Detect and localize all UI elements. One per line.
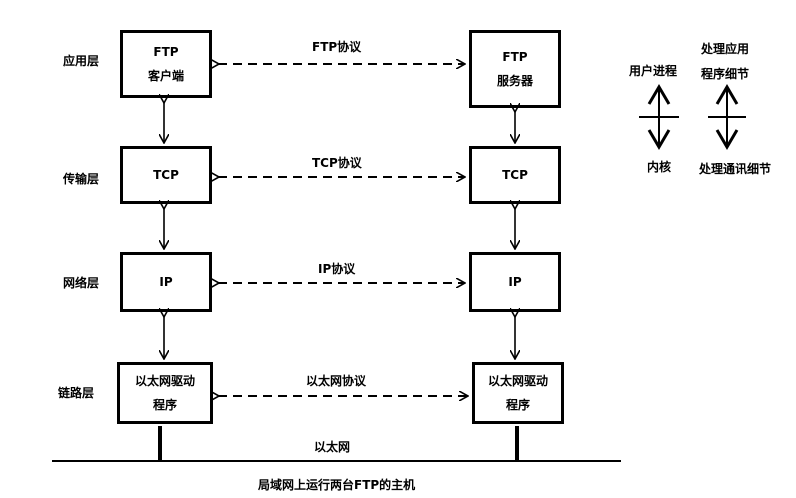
ethernet-bus-label: 以太网	[314, 440, 351, 454]
diagram-caption: 局域网上运行两台FTP的主机	[258, 478, 416, 492]
box-line: 程序	[505, 398, 530, 412]
legend-comm-detail-label: 处理通讯细节	[699, 162, 772, 176]
protocol-label-ftp: FTP协议	[312, 40, 362, 54]
box-line: TCP	[502, 168, 528, 182]
box-line: FTP	[502, 50, 528, 64]
legend-left-arrow-icon	[639, 84, 679, 150]
layer-label-link: 链路层	[58, 386, 95, 400]
box-line: 服务器	[496, 74, 533, 88]
box-line: IP	[508, 275, 522, 289]
protocol-label-ethernet: 以太网协议	[306, 374, 367, 388]
box-line: IP	[159, 275, 173, 289]
layer-label-application: 应用层	[63, 54, 100, 68]
box-line: 客户端	[147, 69, 184, 83]
protocol-label-ip: IP协议	[318, 262, 356, 276]
box-line: TCP	[153, 168, 179, 182]
box-line: 以太网驱动	[487, 374, 548, 388]
legend-kernel-label: 内核	[647, 160, 672, 174]
box-line: 以太网驱动	[134, 374, 195, 388]
right-ethernet-driver-box: 以太网驱动 程序	[472, 362, 564, 424]
legend-app-detail-label-2: 程序细节	[701, 67, 750, 81]
legend-right-arrow-icon	[708, 84, 746, 150]
legend-user-process-label: 用户进程	[629, 64, 678, 78]
legend-app-detail-label-1: 处理应用	[701, 42, 750, 56]
box-line: 程序	[152, 398, 177, 412]
layer-label-network: 网络层	[63, 276, 100, 290]
left-ethernet-driver-box: 以太网驱动 程序	[117, 362, 213, 424]
vertical-arrows	[164, 102, 515, 358]
right-tcp-box: TCP	[469, 146, 561, 204]
box-line: FTP	[153, 45, 179, 59]
protocol-arrows	[218, 64, 467, 396]
layer-label-transport: 传输层	[63, 172, 100, 186]
protocol-label-tcp: TCP协议	[312, 156, 362, 170]
